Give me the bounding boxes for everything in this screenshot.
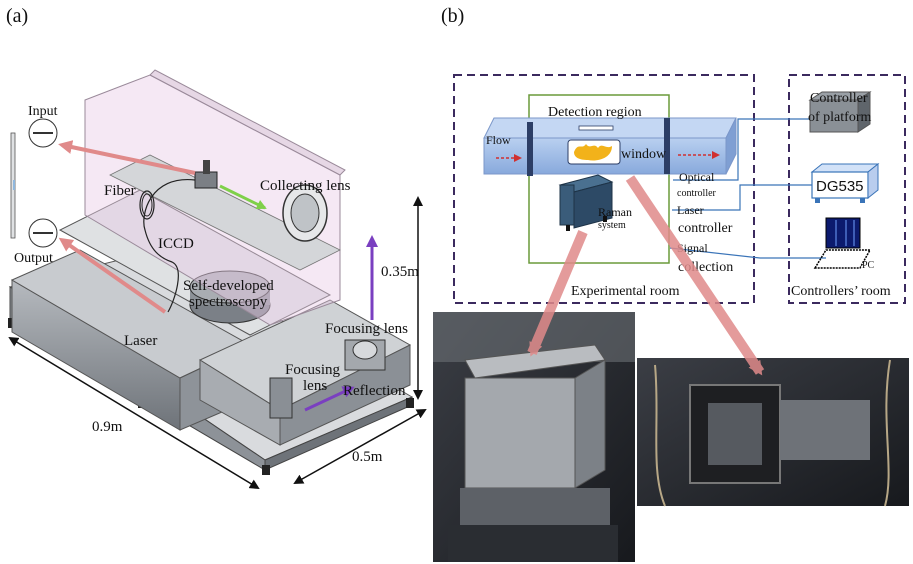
spectrometer-top xyxy=(189,270,271,304)
reflection-mirror-mount xyxy=(269,377,293,419)
dg535-label: DG535 xyxy=(816,178,864,195)
coupler-post xyxy=(203,160,210,174)
pc-monitor xyxy=(825,217,861,249)
pc-keyboard xyxy=(813,249,872,269)
photo-window-glass xyxy=(708,403,762,465)
beam-reflection-arrow xyxy=(304,386,355,412)
focusing-lens-label: Focusing lens xyxy=(325,321,408,337)
flow-label: Flow xyxy=(486,133,511,147)
photo-window xyxy=(637,358,909,507)
photo-cable xyxy=(654,364,666,507)
laser-b-label: Laser xyxy=(677,203,704,217)
flange-left xyxy=(527,122,533,176)
output-inset: Output xyxy=(14,218,58,266)
platform-controller-side xyxy=(857,91,871,133)
panel-b: (b) xyxy=(433,5,909,562)
reflection-label: Reflection xyxy=(343,383,406,399)
photo-box-side xyxy=(574,359,606,489)
panel-b-letter: (b) xyxy=(441,5,464,27)
panel-a-letter: (a) xyxy=(6,5,28,27)
raman-photo-arrow xyxy=(527,230,588,357)
output-label: Output xyxy=(14,251,53,266)
window-photo-arrow xyxy=(625,175,765,376)
foot xyxy=(262,465,270,475)
raman-side xyxy=(573,181,613,229)
flange-right xyxy=(664,118,670,174)
of-platform-label: of platform xyxy=(808,110,871,125)
length-dimension-label: 0.9m xyxy=(92,419,123,435)
raman-label: Raman xyxy=(598,205,632,219)
photo-pipe xyxy=(780,400,870,460)
input-label: Input xyxy=(28,104,58,119)
dg535-foot xyxy=(860,198,865,203)
detection-slot xyxy=(578,125,614,131)
width-dimension-arrow xyxy=(293,409,427,484)
raman-foot xyxy=(566,225,570,231)
enclosure-top xyxy=(149,69,346,176)
self-developed-label: Self-developed xyxy=(183,278,274,294)
laser-label: Laser xyxy=(124,333,157,349)
flame-icon xyxy=(574,144,612,161)
collecting-lens-label: Collecting lens xyxy=(260,178,351,194)
system-label: system xyxy=(598,220,626,231)
dg535-top xyxy=(810,163,880,173)
rail-marker xyxy=(13,180,15,190)
platform-controller-box xyxy=(809,99,859,133)
signal-line xyxy=(669,247,826,259)
length-dimension-arrow xyxy=(8,336,260,490)
optical-label: Optical xyxy=(679,170,715,184)
focusing-label: Focusing xyxy=(285,362,341,378)
fiber-cable xyxy=(143,179,196,313)
lens-label: lens xyxy=(303,378,327,394)
experimental-room-label: Experimental room xyxy=(571,284,680,299)
fiber-coupler xyxy=(194,171,218,189)
photo-box-front xyxy=(464,377,576,489)
laser-controller-line xyxy=(672,184,812,211)
width-dimension-label: 0.5m xyxy=(352,449,383,465)
fiber-label: Fiber xyxy=(104,183,136,199)
fiber-coil xyxy=(139,190,155,220)
controllers-room-label: Controllers’ room xyxy=(791,284,891,299)
dg535-box xyxy=(811,171,869,199)
experimental-room-box xyxy=(453,74,755,304)
input-callout-arrow xyxy=(58,140,196,175)
fiber-coil-inner xyxy=(141,193,153,217)
controllers-room-box xyxy=(788,74,906,304)
dg535-side xyxy=(867,162,879,200)
foot xyxy=(406,398,414,408)
dg535-foot xyxy=(815,198,820,203)
pc-label: PC xyxy=(862,260,875,271)
raman-zone-box xyxy=(528,94,670,264)
apparatus-drawing xyxy=(8,69,414,475)
duct-end xyxy=(725,117,737,175)
laser-controller-label: controller xyxy=(678,221,733,236)
raman-front xyxy=(559,184,575,226)
raman-foot xyxy=(603,216,607,222)
iccd-label: ICCD xyxy=(158,236,194,252)
output-callout-arrow xyxy=(58,237,167,314)
optical-controller-label: controller xyxy=(677,188,717,199)
photo-stage xyxy=(460,488,610,528)
controller-label: Controller xyxy=(810,91,868,106)
optical-controller-line xyxy=(673,118,810,181)
collection-light-arrow xyxy=(219,184,267,210)
collecting-lens-glass xyxy=(290,193,320,233)
height-dimension-label: 0.35m xyxy=(381,264,419,280)
window-label: window xyxy=(621,147,667,162)
panel-a: (a) xyxy=(6,5,427,490)
input-inset: Input xyxy=(28,104,58,148)
photo-cable xyxy=(884,359,891,507)
detection-region-label: Detection region xyxy=(548,105,642,120)
photo-table xyxy=(448,525,618,562)
spectroscopy-label: spectroscopy xyxy=(189,294,268,310)
focusing-lens-glass xyxy=(352,340,378,360)
